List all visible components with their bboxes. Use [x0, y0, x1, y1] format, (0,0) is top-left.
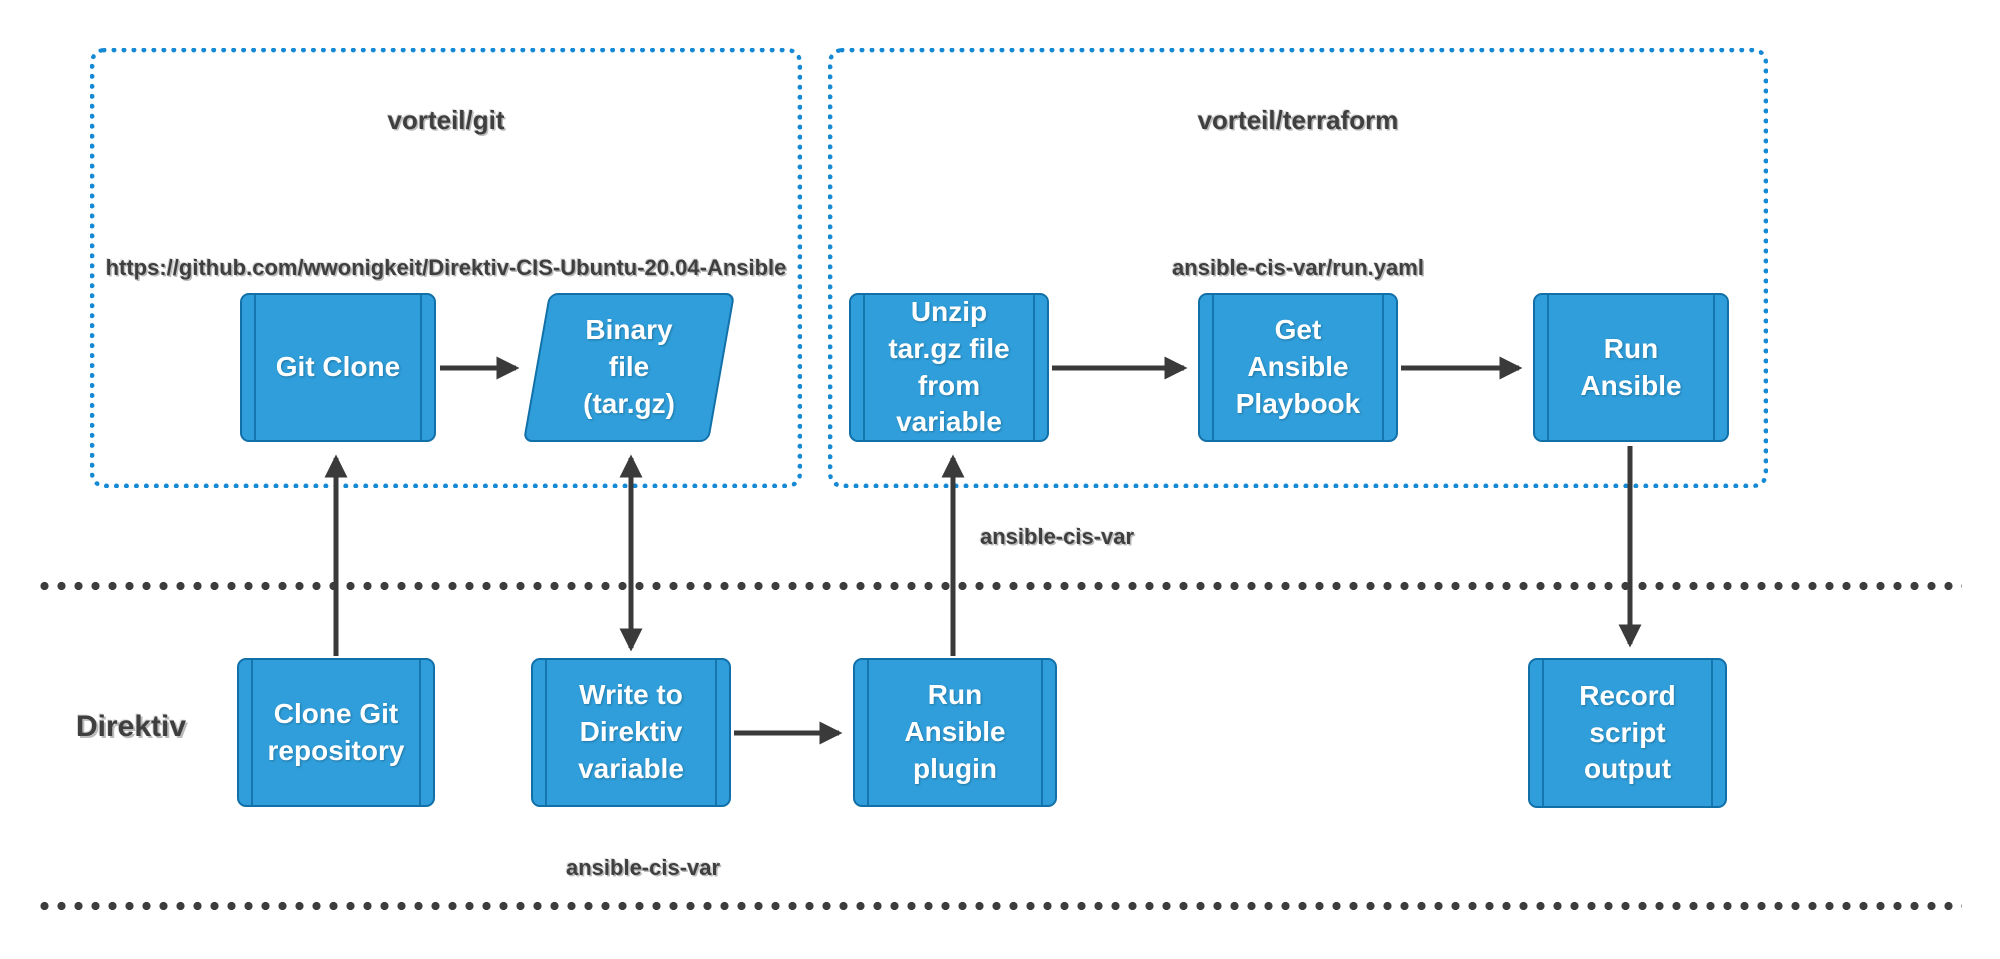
node-unzip-targz-label: Unzip tar.gz file from variable	[888, 295, 1010, 438]
node-git-clone: Git Clone	[240, 293, 436, 442]
node-git-clone-label: Git Clone	[275, 351, 401, 383]
node-run-plugin-label: Run Ansible plugin	[904, 679, 1006, 784]
node-record-output: Record script output	[1528, 658, 1727, 808]
git-repo-url-label: https://github.com/wwonigkeit/Direktiv-C…	[105, 255, 787, 280]
node-run-ansible-label: Run Ansible	[1580, 332, 1682, 401]
container-git-title: vorteil/git	[387, 105, 505, 135]
node-get-playbook: Get Ansible Playbook	[1198, 293, 1398, 442]
lane-divider-top	[36, 581, 1962, 591]
run-yaml-label: ansible-cis-var/run.yaml	[1172, 255, 1424, 280]
node-clone-repo: Clone Git repository	[237, 658, 435, 807]
node-write-variable: Write to Direktiv variable	[531, 658, 731, 807]
node-binary-file-label: Binary file (tar.gz)	[583, 314, 675, 419]
node-get-playbook-label: Get Ansible Playbook	[1235, 314, 1361, 419]
ansible-cis-var-bottom-label: ansible-cis-var	[566, 855, 721, 880]
node-clone-repo-label: Clone Git repository	[267, 697, 405, 766]
node-write-variable-label: Write to Direktiv variable	[578, 679, 684, 784]
node-unzip-targz: Unzip tar.gz file from variable	[849, 293, 1049, 442]
node-run-plugin: Run Ansible plugin	[853, 658, 1057, 807]
container-terraform-title: vorteil/terraform	[1197, 105, 1399, 135]
ansible-cis-var-mid-label: ansible-cis-var	[980, 524, 1135, 549]
direktiv-lane-label: Direktiv	[76, 710, 187, 743]
node-binary-file: Binary file (tar.gz)	[522, 293, 736, 442]
lane-divider-bottom	[36, 901, 1962, 911]
node-record-output-label: Record script output	[1579, 679, 1676, 785]
container-vorteil-terraform: vorteil/terraform ansible-cis-var/run.ya…	[828, 48, 1768, 488]
container-vorteil-git: vorteil/git https://github.com/wwonigkei…	[90, 48, 802, 488]
node-run-ansible: Run Ansible	[1533, 293, 1729, 442]
